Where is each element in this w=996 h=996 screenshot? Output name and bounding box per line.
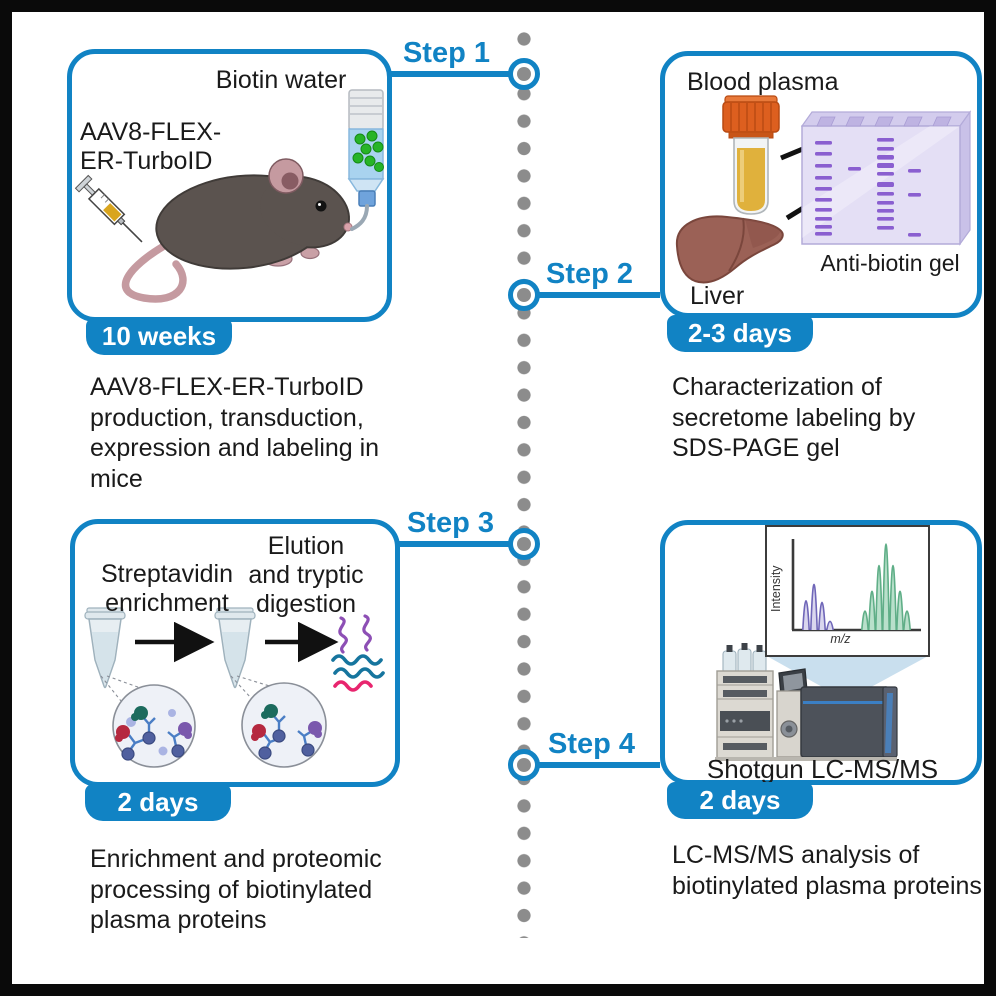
syringe-icon <box>74 174 143 243</box>
elution-digestion-label: Elution and tryptic digestion <box>248 532 364 618</box>
plasma-gel-illustration-canvas <box>675 95 972 284</box>
enrichment-illustration-canvas <box>84 607 385 768</box>
step1-timeline-marker <box>508 58 540 90</box>
step4-connector-line <box>538 762 660 768</box>
bottle-spout <box>350 204 369 231</box>
peptides-icon <box>331 614 385 692</box>
step3-caption: Enrichment and proteomic processing of b… <box>90 845 382 934</box>
step1-connector-line <box>390 71 510 77</box>
biotin-water-label: Biotin water <box>215 66 347 94</box>
solvent-bottles-icon <box>722 643 767 674</box>
spectrum-y-axis-label: Intensity <box>769 565 783 613</box>
spectrum-chart <box>791 539 921 632</box>
panel-step3-box: Streptavidin enrichment Elution and tryp… <box>70 519 400 787</box>
mouse-illustration-canvas <box>74 89 385 303</box>
precursor-peaks-purple <box>826 620 834 631</box>
timeline-dotted-line <box>517 32 531 938</box>
mouse-icon <box>121 158 353 303</box>
liver-icon <box>675 215 784 284</box>
timeline-dot <box>517 288 531 302</box>
fragment-peaks-green <box>875 564 883 631</box>
precursor-peaks-purple <box>818 602 826 631</box>
captured-proteins <box>251 704 322 741</box>
step2-duration-badge: 2-3 days <box>667 315 813 352</box>
step4-label: Step 4 <box>548 728 636 760</box>
step4-duration-badge: 2 days <box>667 782 813 819</box>
gel-bands <box>815 138 921 237</box>
bottle-valve <box>358 190 376 207</box>
mouse-eye <box>315 200 327 212</box>
fragment-peaks-green <box>889 564 897 631</box>
panel-step4-box: Intensity m/z Shotgun LC-MS/MS <box>660 520 982 785</box>
sds-page-gel-icon <box>800 110 972 246</box>
fragment-peaks-green <box>861 610 869 631</box>
fragment-peaks-green <box>882 543 890 631</box>
fragment-peaks-green <box>903 610 911 631</box>
spectrum-x-axis-label: m/z <box>830 632 851 646</box>
step2-label: Step 2 <box>546 258 634 290</box>
fragment-peaks-green <box>896 590 904 631</box>
step2-timeline-marker <box>508 279 540 311</box>
step4-caption: LC-MS/MS analysis of biotinylated plasma… <box>672 841 982 900</box>
timeline-dot <box>517 758 531 772</box>
step1-duration-badge: 10 weeks <box>86 318 232 355</box>
step4-timeline-marker <box>508 749 540 781</box>
panel-step2-box: Blood plasma Liver Anti-biotin gel <box>660 51 982 318</box>
step3-duration-badge: 2 days <box>85 784 231 821</box>
anti-biotin-gel-label: Anti-biotin gel <box>820 250 960 276</box>
step2-connector-line <box>538 292 660 298</box>
mass-spectrometer-icon <box>715 668 898 761</box>
spectrum-beam <box>765 655 930 693</box>
water-bottle-icon <box>347 89 385 231</box>
blood-tube-icon <box>722 95 780 215</box>
timeline-dot <box>517 67 531 81</box>
step3-timeline-marker <box>508 528 540 560</box>
aav-vector-label-line2: ER-TurboID <box>80 147 213 175</box>
streptavidin-enrichment-label: Streptavidin enrichment <box>100 560 234 617</box>
panel-step1-box: Biotin water AAV8-FLEX- ER-TurboID <box>67 49 392 322</box>
precursor-peaks-purple <box>810 583 818 631</box>
step1-caption: AAV8-FLEX-ER-TurboID production, transdu… <box>90 373 380 493</box>
step2-caption: Characterization of secretome labeling b… <box>672 373 916 462</box>
lcms-illustration-canvas <box>715 643 930 761</box>
step3-label: Step 3 <box>406 507 494 539</box>
blood-plasma-label: Blood plasma <box>687 68 839 96</box>
aav-vector-label-line1: AAV8-FLEX- <box>80 118 222 146</box>
aav-vector-label: AAV8-FLEX- ER-TurboID <box>80 118 221 176</box>
microtube-icon <box>84 607 126 689</box>
bead-zoom-circle-2 <box>241 682 327 768</box>
spectrum-inset-panel: Intensity m/z <box>765 525 930 657</box>
biotin-dots <box>352 130 384 172</box>
microtube-icon <box>214 607 256 689</box>
gel-wells <box>816 116 952 127</box>
mouse-tail <box>121 242 187 303</box>
fragment-peaks-green <box>868 590 876 631</box>
shotgun-lcms-label: Shotgun LC-MS/MS <box>706 754 939 784</box>
timeline-dot <box>517 537 531 551</box>
bead-zoom-circle-1 <box>112 684 196 768</box>
instrument-base <box>715 757 897 761</box>
liver-label: Liver <box>690 282 745 310</box>
captured-proteins <box>115 706 192 742</box>
precursor-peaks-purple <box>802 600 810 631</box>
step3-connector-line <box>395 541 510 547</box>
lc-tower-icon <box>716 670 774 760</box>
step1-label: Step 1 <box>402 37 490 69</box>
